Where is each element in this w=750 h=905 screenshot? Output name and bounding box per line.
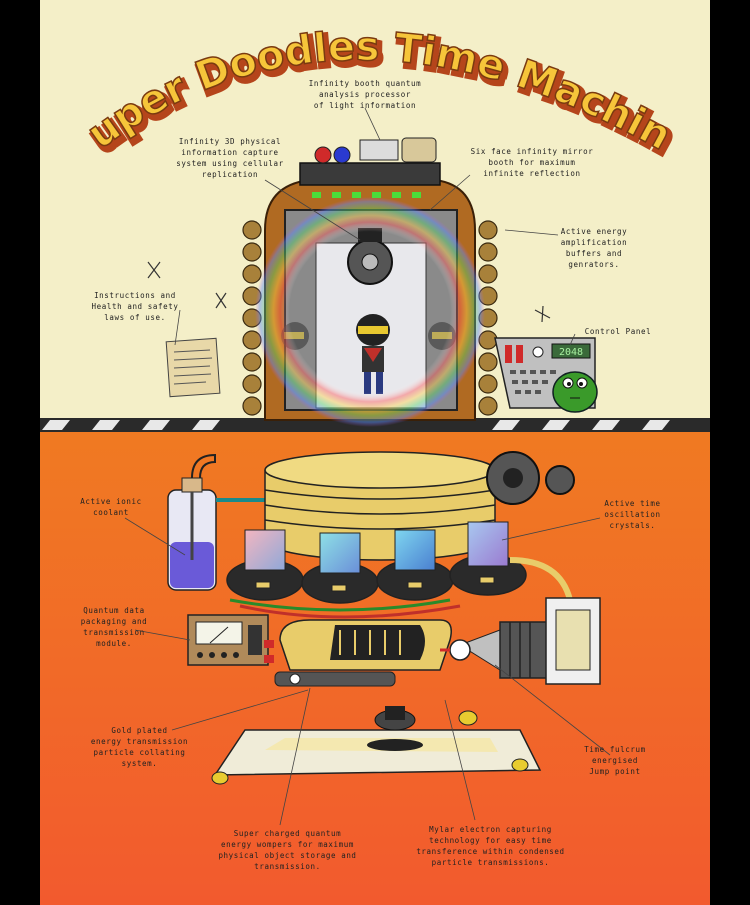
gear-icon [486,451,575,505]
gold-collator [264,619,452,687]
label-gold-plated: Gold plated energy transmission particle… [90,726,189,768]
doodle-marks [147,261,551,323]
svg-text:2048: 2048 [559,347,583,358]
label-energy-buffers: Active energy amplification buffers and … [560,227,628,269]
label-mirror-booth: Six face infinity mirror booth for maxim… [470,147,594,178]
label-mylar-electron: Mylar electron capturing technology for … [416,825,565,867]
infinity-booth-icon [242,137,498,427]
module-icon [187,614,269,666]
label-data-packaging: Quantum data packaging and transmission … [80,606,148,648]
crystal-icon [226,521,527,604]
label-control-panel: Control Panel [584,327,652,336]
coolant-bottle-icon [167,453,217,591]
lens-assembly [440,597,601,685]
label-capture-system: Infinity 3D physical information capture… [176,137,284,179]
energy-drum [264,451,496,561]
leader-lines [124,107,611,826]
cables [229,557,573,619]
label-instructions: Instructions and Health and safety laws … [91,291,179,322]
poster-artwork: Super Doodles Time Machine Super Doodles… [40,0,710,905]
jump-point-icon [211,706,542,785]
label-energy-wompers: Super charged quantum energy wompers for… [218,829,357,871]
time-machine-poster: Super Doodles Time Machine Super Doodles… [40,0,710,905]
label-time-fulcrum: Time fulcrum energised Jump point [584,745,646,776]
label-analysis-processor: Infinity booth quantum analysis processo… [308,79,422,110]
label-ionic-coolant: Active ionic coolant [80,497,142,517]
label-oscillation-crystals: Active time oscillation crystals. [604,499,661,530]
green-blob-icon [552,371,598,413]
instructions-note [165,337,221,398]
